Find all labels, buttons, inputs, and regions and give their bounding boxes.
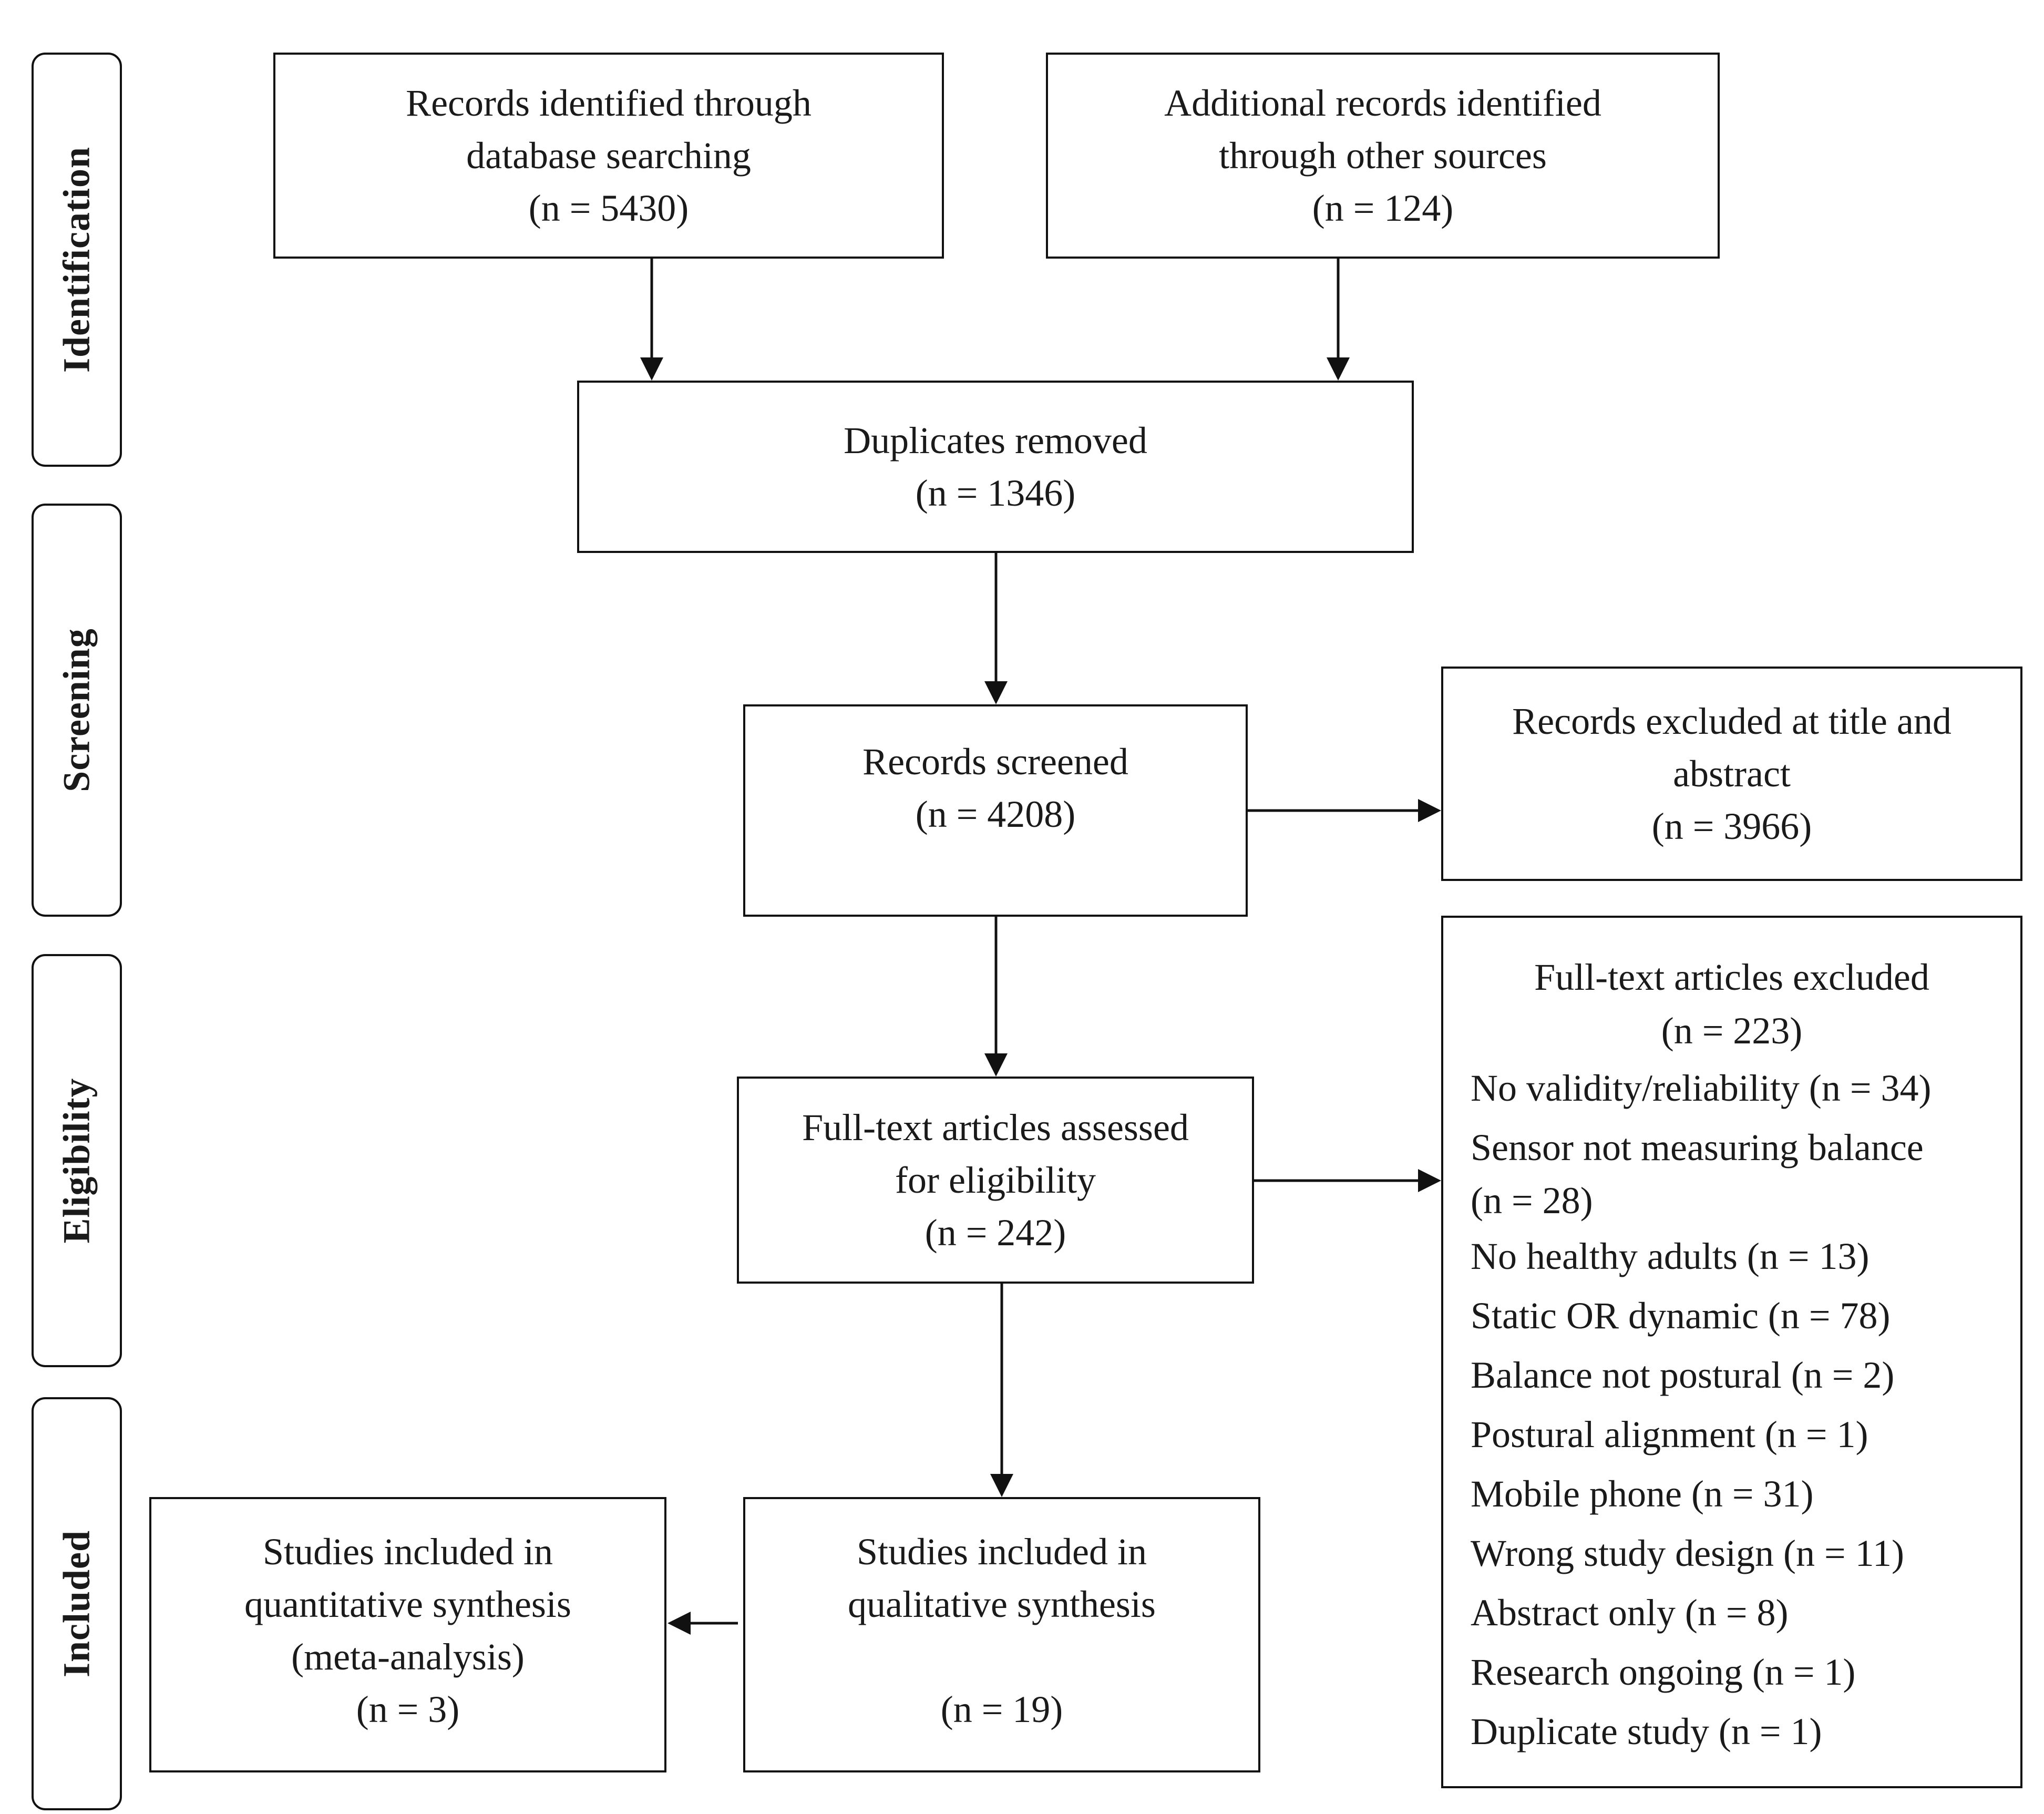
box-line: quantitative synthesis — [244, 1583, 571, 1625]
exclusion-reason: Duplicate study (n = 1) — [1471, 1710, 1822, 1752]
box-count: (n = 1346) — [915, 472, 1076, 514]
box-count: (n = 3) — [356, 1688, 460, 1730]
arrowhead — [1418, 1169, 1441, 1192]
box-line: Studies included in — [857, 1531, 1147, 1573]
box-line: (meta-analysis) — [291, 1636, 525, 1678]
fulltext-excluded-box: Full-text articles excluded (n = 223) No… — [1441, 916, 2022, 1788]
box-line: for eligibility — [895, 1159, 1096, 1201]
exclusion-reason: Postural alignment (n = 1) — [1471, 1413, 1868, 1456]
exclusion-reason: Sensor not measuring balance — [1471, 1126, 1924, 1169]
box-line: Records excluded at title and — [1512, 700, 1951, 742]
box-count: (n = 4208) — [915, 793, 1076, 835]
box-count: (n = 3966) — [1651, 805, 1812, 847]
stage-included: Included — [32, 1397, 122, 1810]
stage-eligibility: Eligibility — [32, 954, 122, 1367]
excluded-title: Full-text articles excluded — [1534, 956, 1929, 998]
box-count: (n = 124) — [1312, 187, 1454, 229]
box-line: Additional records identified — [1164, 82, 1601, 124]
records-screened-box: Records screened (n = 4208) — [743, 704, 1248, 917]
qualitative-synthesis-box: Studies included in qualitative synthesi… — [743, 1497, 1260, 1772]
arrowhead — [990, 1474, 1013, 1497]
box-count: (n = 5430) — [528, 187, 689, 229]
box-line: qualitative synthesis — [848, 1583, 1156, 1625]
duplicates-removed-box: Duplicates removed (n = 1346) — [577, 381, 1414, 553]
arrowhead — [984, 681, 1008, 704]
arrowhead — [1418, 799, 1441, 822]
box-line: abstract — [1673, 753, 1791, 795]
box-line: database searching — [466, 135, 751, 177]
quantitative-synthesis-box: Studies included in quantitative synthes… — [149, 1497, 666, 1772]
exclusion-reason: Static OR dynamic (n = 78) — [1471, 1295, 1891, 1337]
arrowhead — [984, 1053, 1008, 1077]
box-line: Full-text articles assessed — [802, 1106, 1189, 1149]
arrowhead — [1327, 357, 1350, 381]
arrowhead — [667, 1612, 691, 1635]
fulltext-assessed-box: Full-text articles assessed for eligibil… — [737, 1077, 1254, 1284]
exclusion-reason: Balance not postural (n = 2) — [1471, 1354, 1895, 1396]
exclusion-reason: Wrong study design (n = 11) — [1471, 1532, 1904, 1574]
exclusion-reason: Abstract only (n = 8) — [1471, 1592, 1789, 1634]
database-records-box: Records identified through database sear… — [273, 53, 944, 259]
stage-screening: Screening — [32, 504, 122, 917]
box-line: Records identified through — [406, 82, 812, 124]
box-count: (n = 242) — [925, 1212, 1066, 1254]
box-line: Duplicates removed — [844, 419, 1147, 462]
exclusion-reason: (n = 28) — [1471, 1180, 1593, 1222]
exclusion-reasons-list: No validity/reliability (n = 34) Sensor … — [1443, 1059, 2020, 1761]
excluded-count: (n = 223) — [1661, 1010, 1803, 1052]
exclusion-reason: Research ongoing (n = 1) — [1471, 1651, 1856, 1693]
exclusion-reason: Mobile phone (n = 31) — [1471, 1473, 1814, 1515]
box-count: (n = 19) — [940, 1688, 1063, 1730]
box-line: through other sources — [1219, 135, 1547, 177]
arrowhead — [640, 357, 663, 381]
box-line: Records screened — [862, 741, 1128, 783]
stage-identification: Identification — [32, 53, 122, 467]
records-excluded-box: Records excluded at title and abstract (… — [1441, 667, 2022, 881]
other-sources-box: Additional records identified through ot… — [1046, 53, 1720, 259]
exclusion-reason: No healthy adults (n = 13) — [1471, 1235, 1870, 1277]
exclusion-reason: No validity/reliability (n = 34) — [1471, 1067, 1932, 1109]
box-line: Studies included in — [263, 1531, 553, 1573]
